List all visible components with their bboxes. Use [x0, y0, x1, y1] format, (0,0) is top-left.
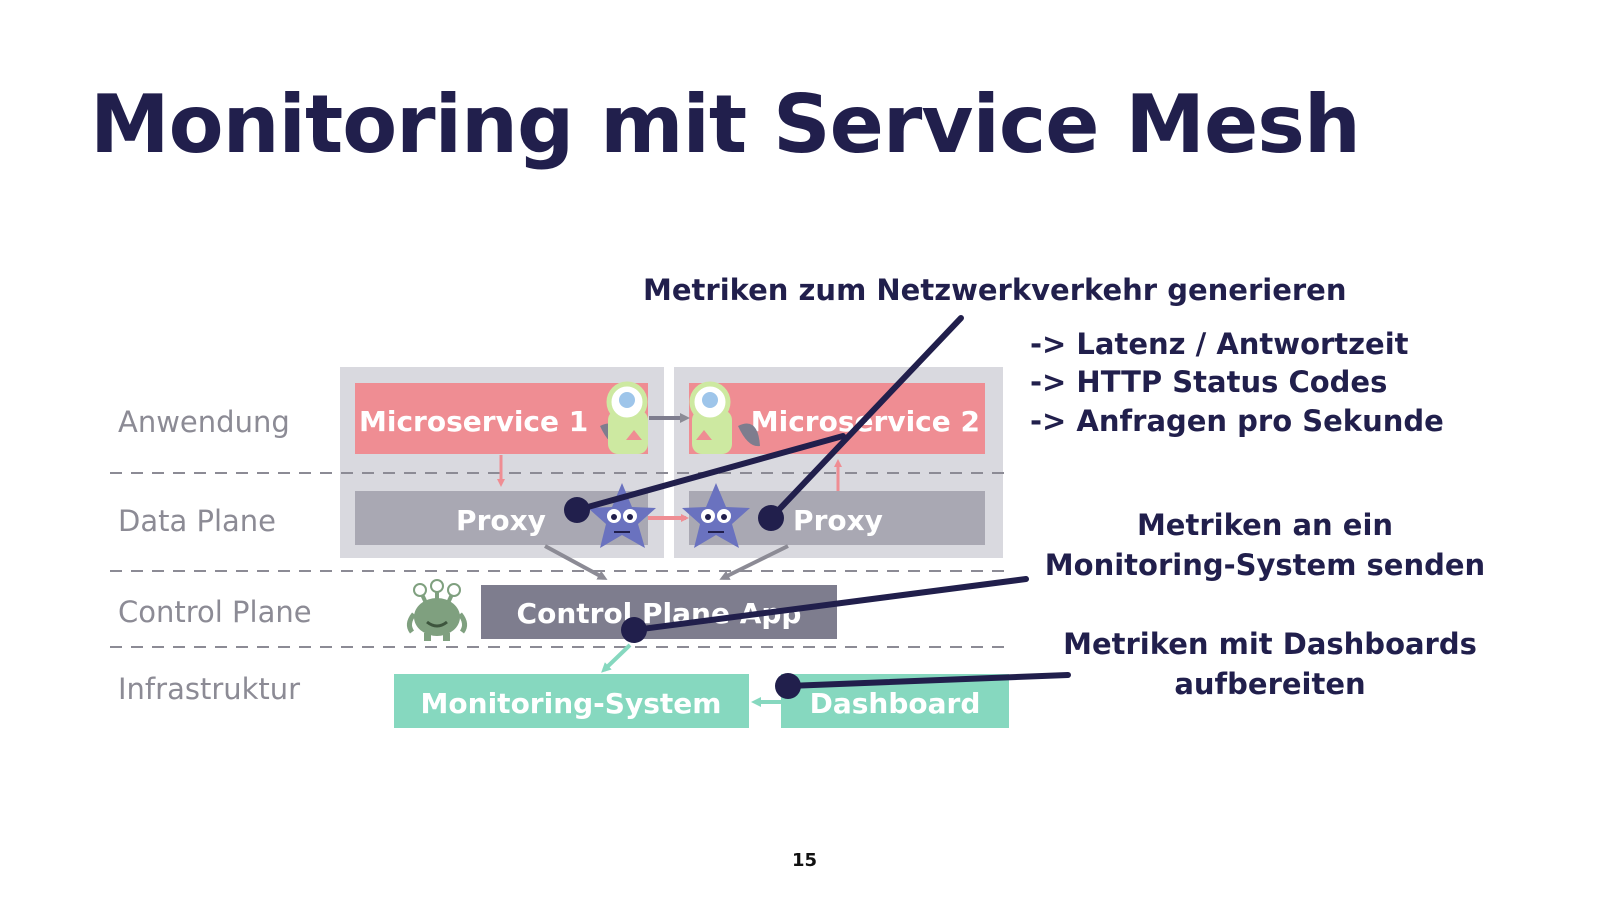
- metrics-list-item: -> Anfragen pro Sekunde: [1030, 403, 1444, 438]
- callout-lines: [564, 315, 1071, 699]
- metrics-list-item: -> Latenz / Antwortzeit: [1030, 327, 1409, 361]
- callout-dashboards: Metriken mit Dashboards aufbereiten: [1063, 627, 1477, 702]
- star-monster-icon: [682, 483, 750, 548]
- microservice-1-label: Microservice 1: [359, 405, 588, 438]
- layer-label-anwendung: Anwendung: [118, 405, 290, 439]
- metrics-list-item: -> HTTP Status Codes: [1030, 365, 1388, 400]
- callout-generate-metrics: Metriken zum Netzwerkverkehr generieren: [643, 273, 1347, 307]
- eyeball-monster-icon: [600, 381, 648, 454]
- layer-label-infrastruktur: Infrastruktur: [118, 672, 300, 706]
- monitoring-system-label: Monitoring-System: [421, 687, 722, 720]
- dashboard-label: Dashboard: [810, 687, 981, 720]
- control-to-monitoring-arrow: [601, 643, 632, 673]
- layer-label-data-plane: Data Plane: [118, 504, 276, 538]
- monitoring-system-box: [394, 674, 749, 728]
- proxy1-to-control-arrow: [544, 544, 608, 580]
- metrics-list: -> Latenz / Antwortzeit -> HTTP Status C…: [1030, 325, 1444, 440]
- proxy-1-label: Proxy: [456, 504, 546, 537]
- proxy-1-box: [355, 491, 648, 545]
- proxy2-to-control-arrow: [719, 544, 789, 580]
- star-monster-icon: [588, 483, 656, 548]
- microservice-2-box: [689, 383, 985, 454]
- proxy-2-label: Proxy: [793, 504, 883, 537]
- page-title: Monitoring mit Service Mesh: [90, 78, 1361, 171]
- three-eyed-alien-icon: [406, 579, 468, 641]
- microservice-1-box: [355, 383, 648, 454]
- page-number: 15: [792, 850, 818, 871]
- eyeball-monster-icon: [689, 381, 760, 454]
- callout-send-metrics: Metriken an ein Monitoring-System senden: [1044, 508, 1486, 583]
- layer-label-control-plane: Control Plane: [118, 595, 312, 629]
